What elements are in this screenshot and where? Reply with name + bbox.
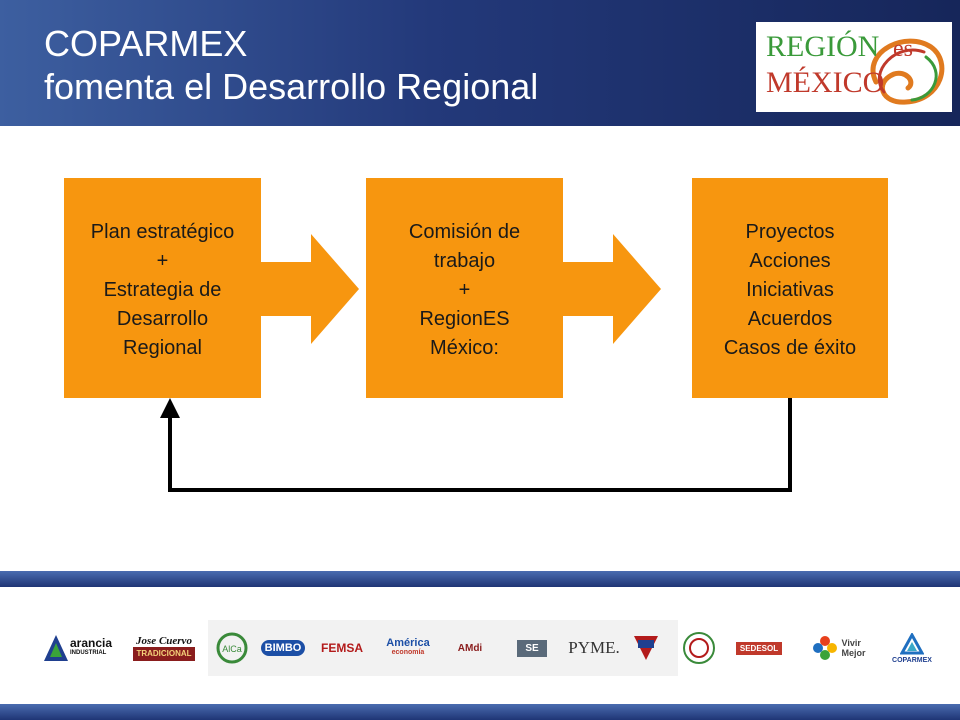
bimbo-text: BIMBO bbox=[260, 640, 306, 656]
box1-line: + bbox=[156, 249, 169, 272]
pyme-text: PYME. bbox=[568, 638, 620, 657]
arrow-right-1 bbox=[261, 234, 359, 344]
box1-line: Regional bbox=[123, 336, 202, 359]
arancia-triangle-icon bbox=[43, 635, 68, 661]
box1-line: Estrategia de bbox=[103, 278, 222, 301]
page-title: COPARMEX fomenta el Desarrollo Regional bbox=[44, 22, 538, 108]
region-es-mexico-logo-graphic: REGIÓN es MÉXICO bbox=[766, 30, 945, 105]
logo-se: SE bbox=[504, 620, 560, 676]
logo-word-region: REGIÓN bbox=[766, 30, 879, 63]
logo-word-es: es bbox=[893, 36, 913, 62]
jose-cuervo-sub: TRADICIONAL bbox=[133, 647, 195, 661]
coparmex-emblem-icon bbox=[900, 632, 924, 654]
box2-line: Comisión de bbox=[408, 220, 521, 243]
jose-cuervo-text: Jose Cuervo bbox=[136, 635, 192, 647]
header-banner: COPARMEX fomenta el Desarrollo Regional … bbox=[0, 0, 960, 126]
box3-line: Acuerdos bbox=[747, 307, 833, 330]
logo-govt-seal-2 bbox=[678, 620, 720, 676]
logo-alca: AlCa bbox=[212, 620, 252, 676]
vivir-text: Vivir bbox=[841, 638, 861, 648]
feedback-arrowhead-icon bbox=[160, 398, 180, 418]
logo-amdi: AMdi bbox=[444, 620, 496, 676]
coparmex-text: COPARMEX bbox=[892, 656, 932, 664]
america-sub: economía bbox=[391, 649, 425, 656]
logo-bimbo: BIMBO bbox=[258, 620, 308, 676]
title-line-1: COPARMEX bbox=[44, 23, 248, 64]
logo-coparmex: COPARMEX bbox=[880, 620, 944, 676]
box3-line: Iniciativas bbox=[746, 278, 834, 301]
amdi-text: AMdi bbox=[457, 642, 483, 654]
govt-seal-1-icon bbox=[634, 636, 658, 660]
logo-word-mexico: MÉXICO bbox=[766, 66, 884, 99]
region-es-mexico-logo: REGIÓN es MÉXICO bbox=[756, 22, 952, 112]
vivir-mejor-flower-icon bbox=[813, 636, 838, 660]
logo-america-economia: América economía bbox=[378, 620, 438, 676]
box1-line: Desarrollo bbox=[116, 307, 209, 330]
alca-text: AlCa bbox=[222, 644, 242, 654]
footer-band bbox=[0, 704, 960, 720]
box3-line: Acciones bbox=[749, 249, 831, 272]
arancia-sub: INDUSTRIAL bbox=[69, 650, 107, 656]
femsa-text: FEMSA bbox=[321, 641, 363, 655]
logo-jose-cuervo: Jose Cuervo TRADICIONAL bbox=[128, 620, 200, 676]
logo-sedesol: SEDESOL bbox=[734, 620, 784, 676]
divider-band bbox=[0, 571, 960, 587]
america-text: América bbox=[386, 637, 430, 649]
box2-line: RegionES bbox=[419, 307, 510, 330]
box2-line: México: bbox=[430, 336, 499, 359]
sedesol-text: SEDESOL bbox=[735, 641, 783, 655]
alca-seal-icon: AlCa bbox=[216, 632, 248, 664]
logo-vivir-mejor: Vivir Mejor bbox=[808, 620, 870, 676]
box3-line: Proyectos bbox=[745, 220, 835, 243]
box1-line: Plan estratégico bbox=[90, 220, 235, 243]
arrow-right-2 bbox=[563, 234, 661, 344]
logo-pyme: PYME. bbox=[566, 620, 622, 676]
sponsor-logos-strip: arancia INDUSTRIAL Jose Cuervo TRADICION… bbox=[0, 620, 960, 680]
title-line-2: fomenta el Desarrollo Regional bbox=[44, 66, 539, 107]
se-text: SE bbox=[517, 639, 547, 657]
logo-govt-seal-1 bbox=[626, 620, 666, 676]
box2-line: trabajo bbox=[433, 249, 496, 272]
box2-line: + bbox=[458, 278, 471, 301]
arancia-text: arancia bbox=[69, 636, 113, 650]
box3-line: Casos de éxito bbox=[723, 336, 857, 359]
logo-femsa: FEMSA bbox=[314, 620, 370, 676]
box-plan-estrategico: Plan estratégico + Estrategia de Desarro… bbox=[64, 178, 261, 398]
govt-seal-2-icon bbox=[683, 632, 715, 664]
box-proyectos: Proyectos Acciones Iniciativas Acuerdos … bbox=[692, 178, 888, 398]
mejor-text: Mejor bbox=[841, 648, 866, 658]
logo-arancia: arancia INDUSTRIAL bbox=[40, 620, 114, 676]
box-comision-trabajo: Comisión de trabajo + RegionES México: bbox=[366, 178, 563, 398]
